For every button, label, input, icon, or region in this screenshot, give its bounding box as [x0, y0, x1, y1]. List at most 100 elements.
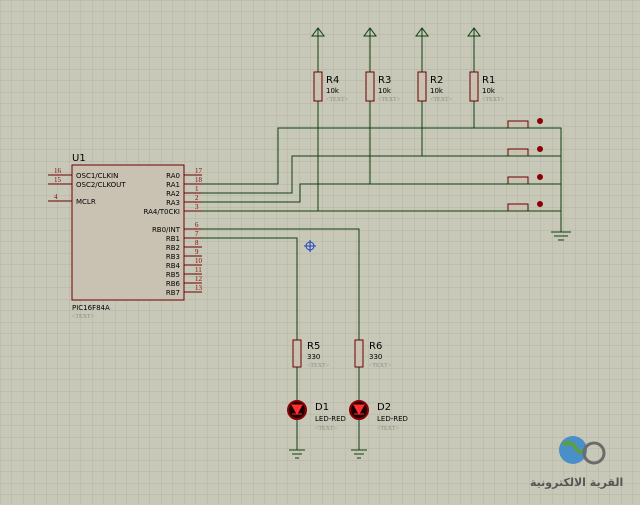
mcu-pin-name: RA2 [166, 190, 180, 198]
mcu-pin-name: RA0 [166, 172, 180, 180]
mcu-pin-name: RB2 [166, 244, 180, 252]
mcu-pin-name: MCLR [76, 198, 96, 206]
push-button [505, 118, 543, 129]
mcu-part: PIC16F84A [72, 304, 110, 312]
wire-rb0 [202, 228, 360, 340]
logo: القرية الالكترونية [530, 436, 623, 489]
mcu-pin-number: 7 [195, 230, 199, 238]
mcu-pin-name: RB1 [166, 235, 180, 243]
wire-button-common [541, 127, 562, 232]
resistor-ref: R5 [307, 341, 320, 352]
wire-rb1 [202, 237, 298, 340]
diode-symbol [291, 404, 303, 416]
mcu-pin-name: RA4/T0CKI [144, 208, 180, 216]
resistor-body [354, 339, 364, 368]
mcu-text-placeholder: <TEXT> [72, 314, 95, 320]
led-ref: D1 [315, 402, 329, 413]
wire-ra3 [202, 183, 505, 203]
ground-icon [289, 449, 305, 459]
mcu-pin-number: 13 [195, 284, 203, 292]
mcu-pin-number: 2 [195, 194, 199, 202]
power-arrow-icon [415, 27, 429, 42]
push-button [505, 201, 543, 212]
resistor-value: 10k [482, 87, 496, 95]
resistor-text-placeholder: <TEXT> [369, 363, 392, 369]
mcu-pin-number: 17 [195, 167, 203, 175]
mcu-pin-number: 3 [195, 203, 199, 211]
push-button [505, 174, 543, 185]
mcu-pin-name: RB5 [166, 271, 180, 279]
mcu-pin-number: 15 [54, 176, 62, 184]
probe-cursor-icon [304, 240, 316, 252]
mcu-pin-number: 11 [195, 266, 202, 274]
mcu-pin-number: 16 [54, 167, 62, 175]
mcu-pin-number: 18 [195, 176, 203, 184]
resistor-text-placeholder: <TEXT> [307, 363, 330, 369]
pullup-resistors: R410k<TEXT>R310k<TEXT>R210k<TEXT>R110k<T… [313, 71, 505, 103]
push-button [505, 146, 543, 157]
resistor-ref: R6 [369, 341, 382, 352]
resistor-text-placeholder: <TEXT> [430, 97, 453, 103]
resistor-text-placeholder: <TEXT> [378, 97, 401, 103]
mcu-pin-number: 8 [195, 239, 199, 247]
resistor-value: 10k [326, 87, 340, 95]
logo-text: القرية الالكترونية [530, 476, 623, 489]
resistor-body [417, 71, 427, 102]
led-value: LED-RED [315, 415, 346, 423]
resistor-value: 10k [378, 87, 392, 95]
mcu-pin-name: RB3 [166, 253, 180, 261]
power-terminals [311, 27, 481, 72]
led-text-placeholder: <TEXT> [377, 426, 400, 432]
mcu-pin-number: 4 [54, 193, 58, 201]
power-arrow-icon [311, 27, 325, 42]
mcu-pin-name: RA1 [166, 181, 180, 189]
power-arrow-icon [467, 27, 481, 42]
mcu-pin-name: RB4 [166, 262, 181, 270]
resistor-value: 330 [369, 353, 382, 361]
resistor-body [313, 71, 323, 102]
resistor-ref: R4 [326, 75, 339, 86]
mcu-pin-number: 12 [195, 275, 203, 283]
resistor-ref: R3 [378, 75, 391, 86]
wire-ra1 [202, 127, 505, 185]
diode-symbol [353, 404, 365, 416]
mcu-pin-number: 1 [195, 185, 199, 193]
wire-ra2 [202, 155, 505, 194]
resistor-value: 330 [307, 353, 320, 361]
resistor-body [469, 71, 479, 102]
mcu-pin-number: 6 [195, 221, 199, 229]
mcu-pin-number: 10 [195, 257, 203, 265]
resistor-ref: R1 [482, 75, 495, 86]
mcu-pin-name: OSC1/CLKIN [76, 172, 118, 180]
mcu-ref: U1 [72, 153, 86, 164]
resistor-value: 10k [430, 87, 444, 95]
resistor-ref: R2 [430, 75, 443, 86]
led-text-placeholder: <TEXT> [315, 426, 338, 432]
power-arrow-icon [363, 27, 377, 42]
mcu-pin-number: 9 [195, 248, 199, 256]
led-ref: D2 [377, 402, 391, 413]
led-value: LED-RED [377, 415, 408, 423]
ground-icon [351, 449, 367, 459]
mcu-u1[interactable]: U1 PIC16F84A <TEXT> 16OSC1/CLKIN15OSC2/C… [48, 153, 203, 320]
mcu-pin-name: RB6 [166, 280, 181, 288]
resistor-text-placeholder: <TEXT> [482, 97, 505, 103]
mcu-pin-name: RA3 [166, 199, 180, 207]
ground-icon [551, 231, 571, 241]
mcu-pin-name: RB7 [166, 289, 180, 297]
mcu-pin-name: OSC2/CLKOUT [76, 181, 126, 189]
resistor-body [365, 71, 375, 102]
push-buttons [505, 118, 543, 212]
